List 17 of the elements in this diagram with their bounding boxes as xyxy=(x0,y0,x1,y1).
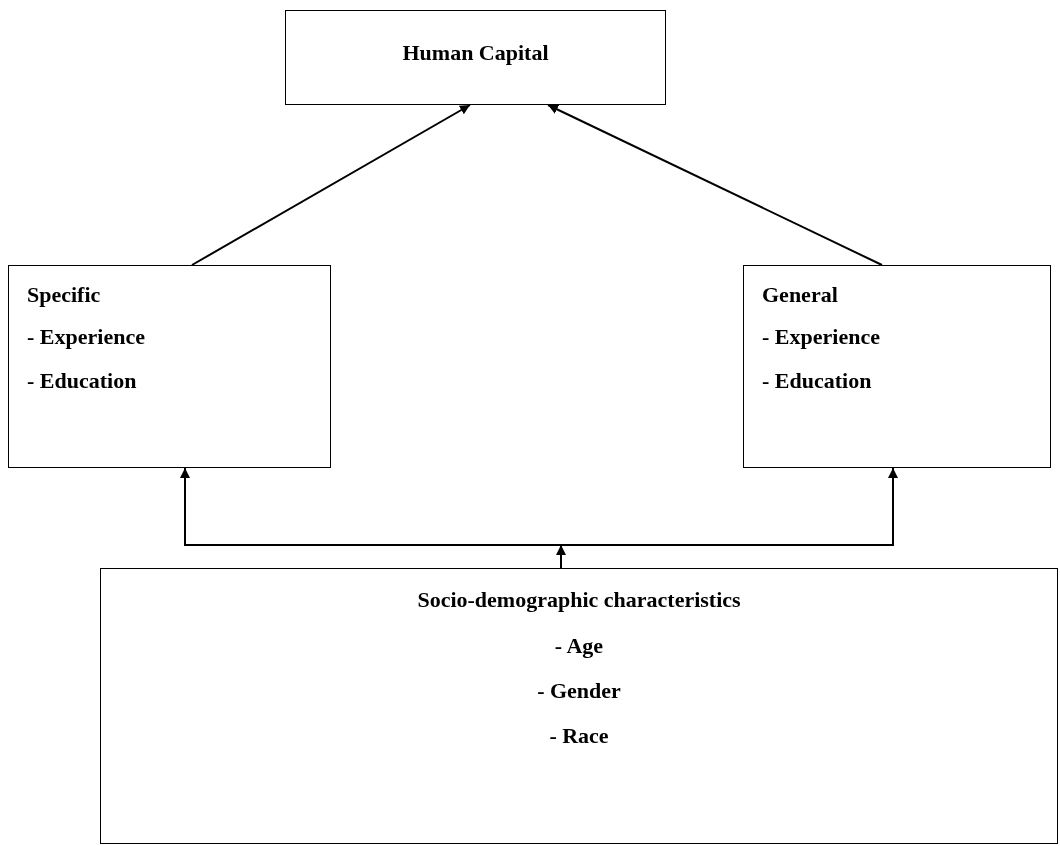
process-box xyxy=(8,265,331,468)
list-item: - Gender xyxy=(537,678,621,704)
list-item: - Education xyxy=(27,368,137,394)
process-box xyxy=(285,10,666,105)
arrow xyxy=(547,104,883,266)
box-heading: General xyxy=(762,282,838,308)
list-item: - Race xyxy=(549,723,609,749)
box-heading: Human Capital xyxy=(402,40,549,66)
process-box xyxy=(100,568,1058,844)
list-item: - Experience xyxy=(762,324,880,350)
box-heading: Specific xyxy=(27,282,101,308)
list-item: - Education xyxy=(762,368,872,394)
list-item: - Age xyxy=(554,633,604,659)
process-box xyxy=(743,265,1051,468)
list-item: - Experience xyxy=(27,324,145,350)
box-heading: Socio-demographic characteristics xyxy=(417,587,741,613)
arrow xyxy=(191,104,471,266)
